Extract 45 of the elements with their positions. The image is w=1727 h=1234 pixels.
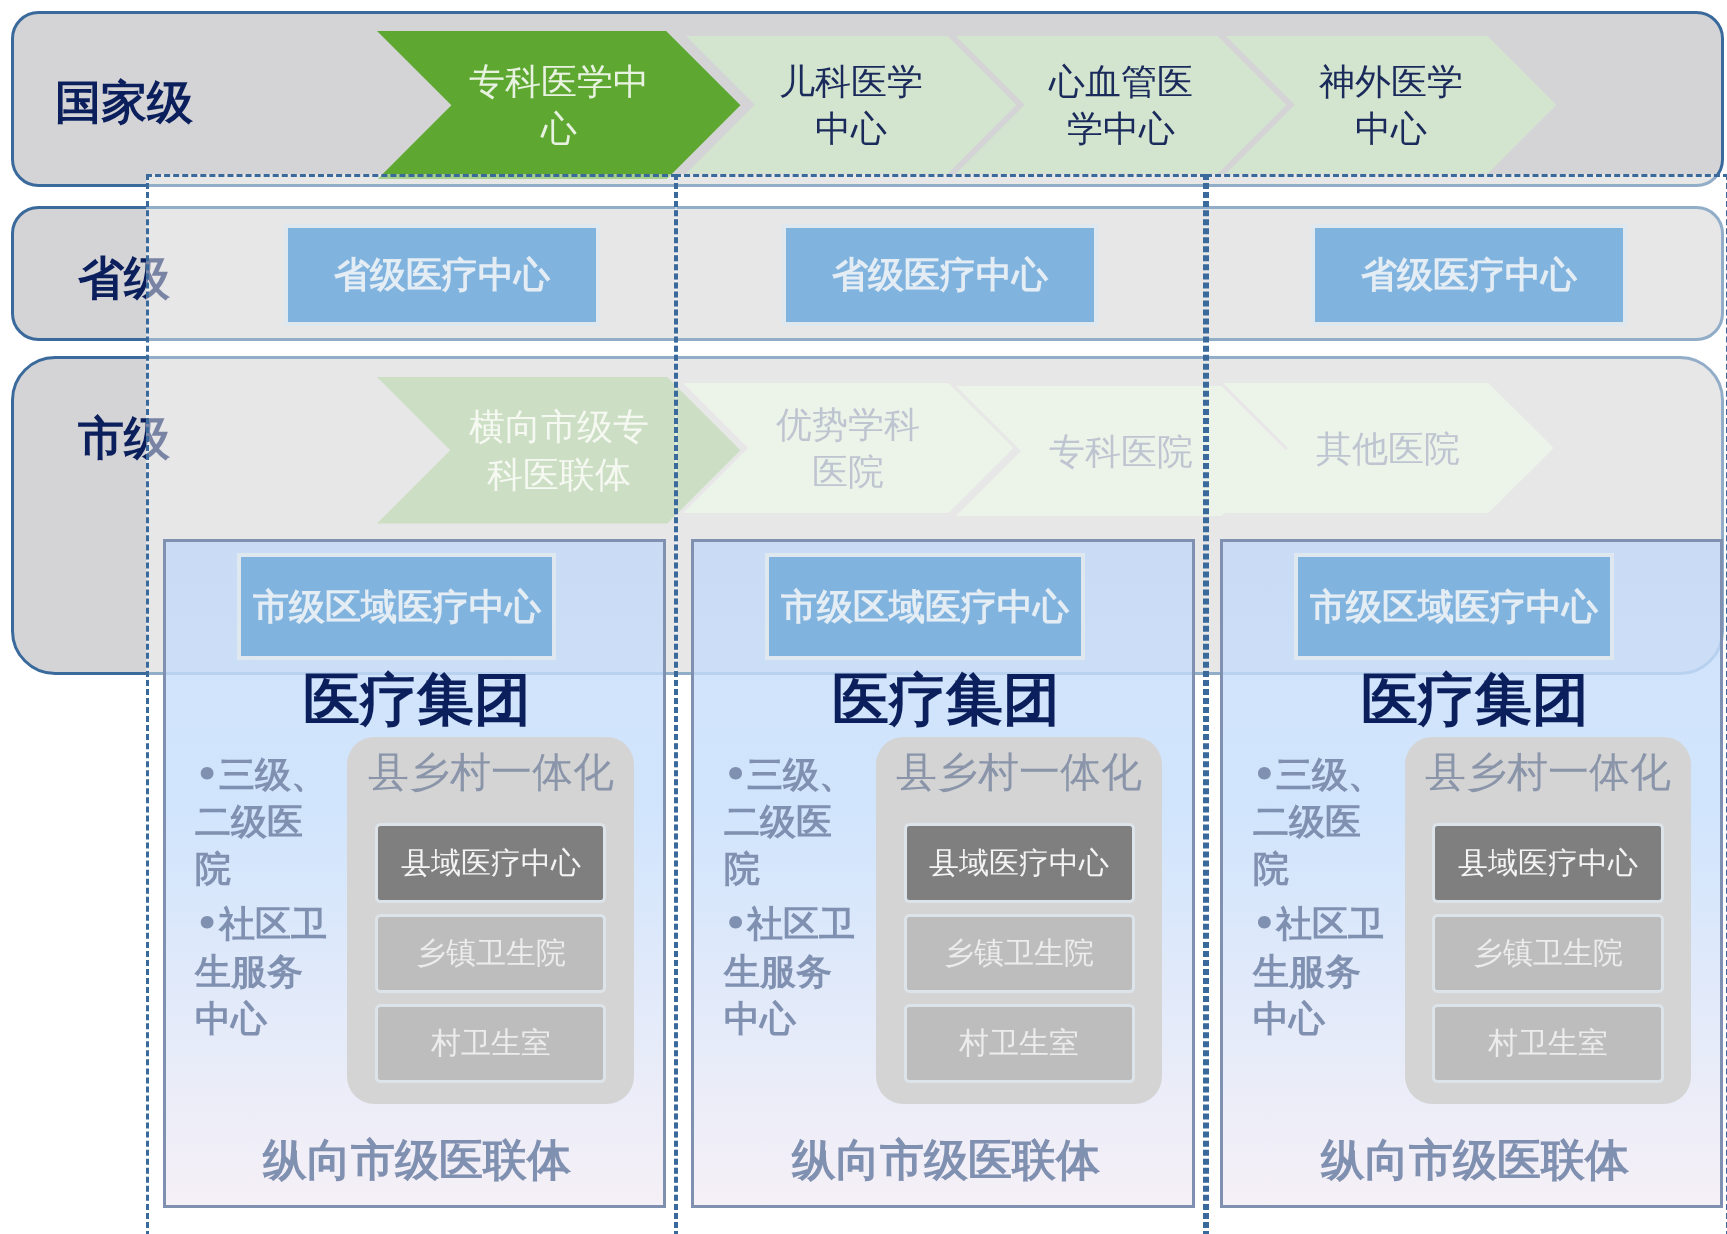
level-label: 国家级	[54, 74, 195, 132]
center-box: 省级医疗中心	[782, 223, 1099, 326]
group-caption: 纵向市级医联体	[261, 1133, 573, 1188]
center-box: 市级区域医疗中心	[1294, 552, 1614, 660]
level-band	[11, 11, 1724, 188]
dashed-column	[675, 174, 1207, 1234]
group-caption: 纵向市级医联体	[1319, 1133, 1630, 1188]
bullet-text: •社区卫生服务中心	[724, 901, 857, 1042]
facility-box: 县域医疗中心	[374, 823, 607, 903]
panel-title: 县乡村一体化	[895, 746, 1144, 798]
chevron-shape	[685, 36, 1017, 174]
group-title: 医疗集团	[831, 666, 1061, 733]
facility-box: 县域医疗中心	[903, 823, 1135, 903]
center-box: 省级医疗中心	[284, 223, 601, 326]
bullet-text: •社区卫生服务中心	[195, 901, 328, 1042]
center-box: 市级区域医疗中心	[236, 552, 557, 660]
chevron-shape	[955, 386, 1287, 517]
center-box: 市级区域医疗中心	[765, 552, 1085, 660]
chevron-label: 儿科医学中心	[778, 58, 925, 152]
county-panel	[347, 737, 634, 1105]
bullet-text: •三级、二级医院	[724, 751, 857, 892]
panel-title: 县乡村一体化	[366, 746, 615, 798]
bullet-text: •三级、二级医院	[195, 751, 328, 892]
panel-title: 县乡村一体化	[1423, 746, 1672, 798]
county-panel	[1404, 737, 1692, 1105]
center-box: 省级医疗中心	[1310, 223, 1627, 326]
group-panel	[162, 539, 666, 1208]
chevron-shape	[377, 377, 741, 524]
group-caption: 纵向市级医联体	[790, 1133, 1101, 1188]
chevron-shape	[377, 30, 741, 180]
chevron-label: 专科医学中心	[468, 58, 651, 152]
dashed-column	[1206, 174, 1727, 1234]
bullet-text: •三级、二级医院	[1252, 751, 1385, 892]
facility-box: 县域医疗中心	[1432, 823, 1664, 903]
county-panel	[876, 737, 1163, 1105]
bullet-text: •社区卫生服务中心	[1252, 901, 1385, 1042]
group-panel	[691, 539, 1195, 1208]
chevron-label: 神外医学中心	[1317, 58, 1464, 152]
chevron-shape	[1225, 36, 1556, 174]
chevron-shape	[955, 36, 1287, 174]
group-title: 医疗集团	[1359, 666, 1590, 733]
group-panel	[1220, 539, 1724, 1208]
chevron-label: 心血管医学中心	[1047, 58, 1194, 152]
chevron-shape	[682, 383, 1014, 514]
group-title: 医疗集团	[302, 666, 533, 733]
